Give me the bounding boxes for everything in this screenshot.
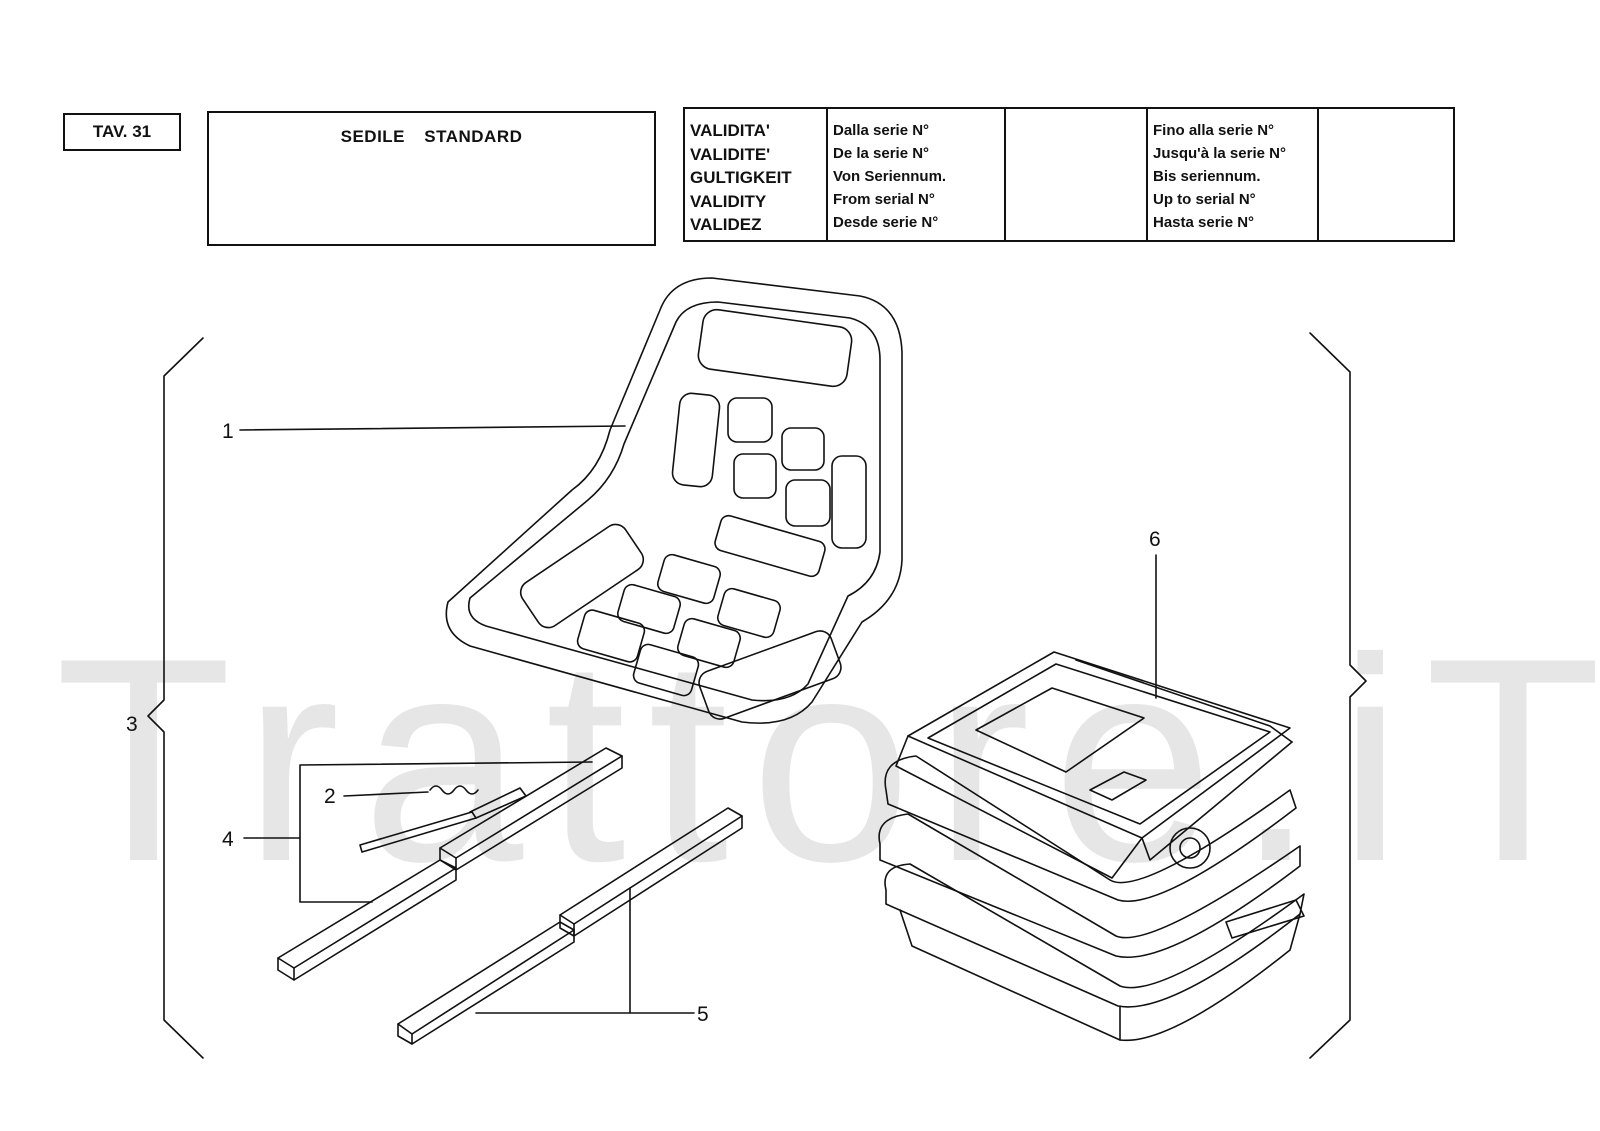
validity-label: VALIDITE' (690, 144, 771, 164)
validity-from-label: Dalla serie N° (833, 122, 930, 139)
lever-and-spring (359, 785, 527, 853)
right-brace (1309, 332, 1367, 1059)
page-title: SEDILE STANDARD (340, 127, 523, 146)
leader-4-bracket (299, 761, 593, 903)
validity-from-label: Von Seriennum. (833, 168, 947, 185)
validity-to-label: Jusqu'à la serie N° (1153, 145, 1286, 162)
watermark-text: Trattore.iT (55, 598, 1600, 922)
plate-number-text: TAV. 31 (92, 122, 152, 141)
validity-from-label: Desde serie N° (833, 214, 939, 231)
validity-label: VALIDITY (690, 191, 767, 211)
suspension-unit (878, 651, 1305, 1042)
validity-label: GULTIGKEIT (690, 168, 792, 187)
validity-to-label: Hasta serie N° (1153, 214, 1255, 231)
validity-from-value-cell (1006, 109, 1148, 240)
validity-to-label: Up to serial N° (1153, 191, 1256, 208)
callout-1: 1 (222, 420, 234, 443)
validity-from-column: Dalla serie N° De la serie N° Von Serien… (828, 109, 1006, 240)
validity-to-label: Bis seriennum. (1153, 168, 1261, 185)
validity-to-column: Fino alla serie N° Jusqu'à la serie N° B… (1148, 109, 1319, 240)
validity-table: VALIDITA' VALIDITE' GULTIGKEIT VALIDITY … (683, 107, 1455, 242)
callout-4: 4 (222, 828, 234, 851)
plate-number: TAV. 31 (63, 113, 181, 151)
callout-3: 3 (126, 713, 138, 736)
seat-rails-pair (277, 747, 623, 981)
left-brace (147, 337, 204, 1059)
leader-2 (343, 791, 429, 797)
title-box: SEDILE STANDARD (207, 111, 656, 246)
validity-from-label: De la serie N° (833, 145, 930, 162)
leader-lines (239, 425, 1157, 1014)
callout-2: 2 (324, 785, 336, 808)
validity-label: VALIDEZ (690, 215, 762, 234)
seat-shell (445, 277, 903, 724)
leader-5 (475, 887, 695, 1014)
callout-6: 6 (1149, 528, 1161, 551)
validity-from-label: From serial N° (833, 191, 935, 208)
validity-to-label: Fino alla serie N° (1153, 122, 1275, 139)
validity-labels-column: VALIDITA' VALIDITE' GULTIGKEIT VALIDITY … (685, 109, 828, 240)
callout-5: 5 (697, 1003, 709, 1026)
validity-label: VALIDITA' (690, 121, 770, 140)
leader-1 (239, 425, 626, 431)
